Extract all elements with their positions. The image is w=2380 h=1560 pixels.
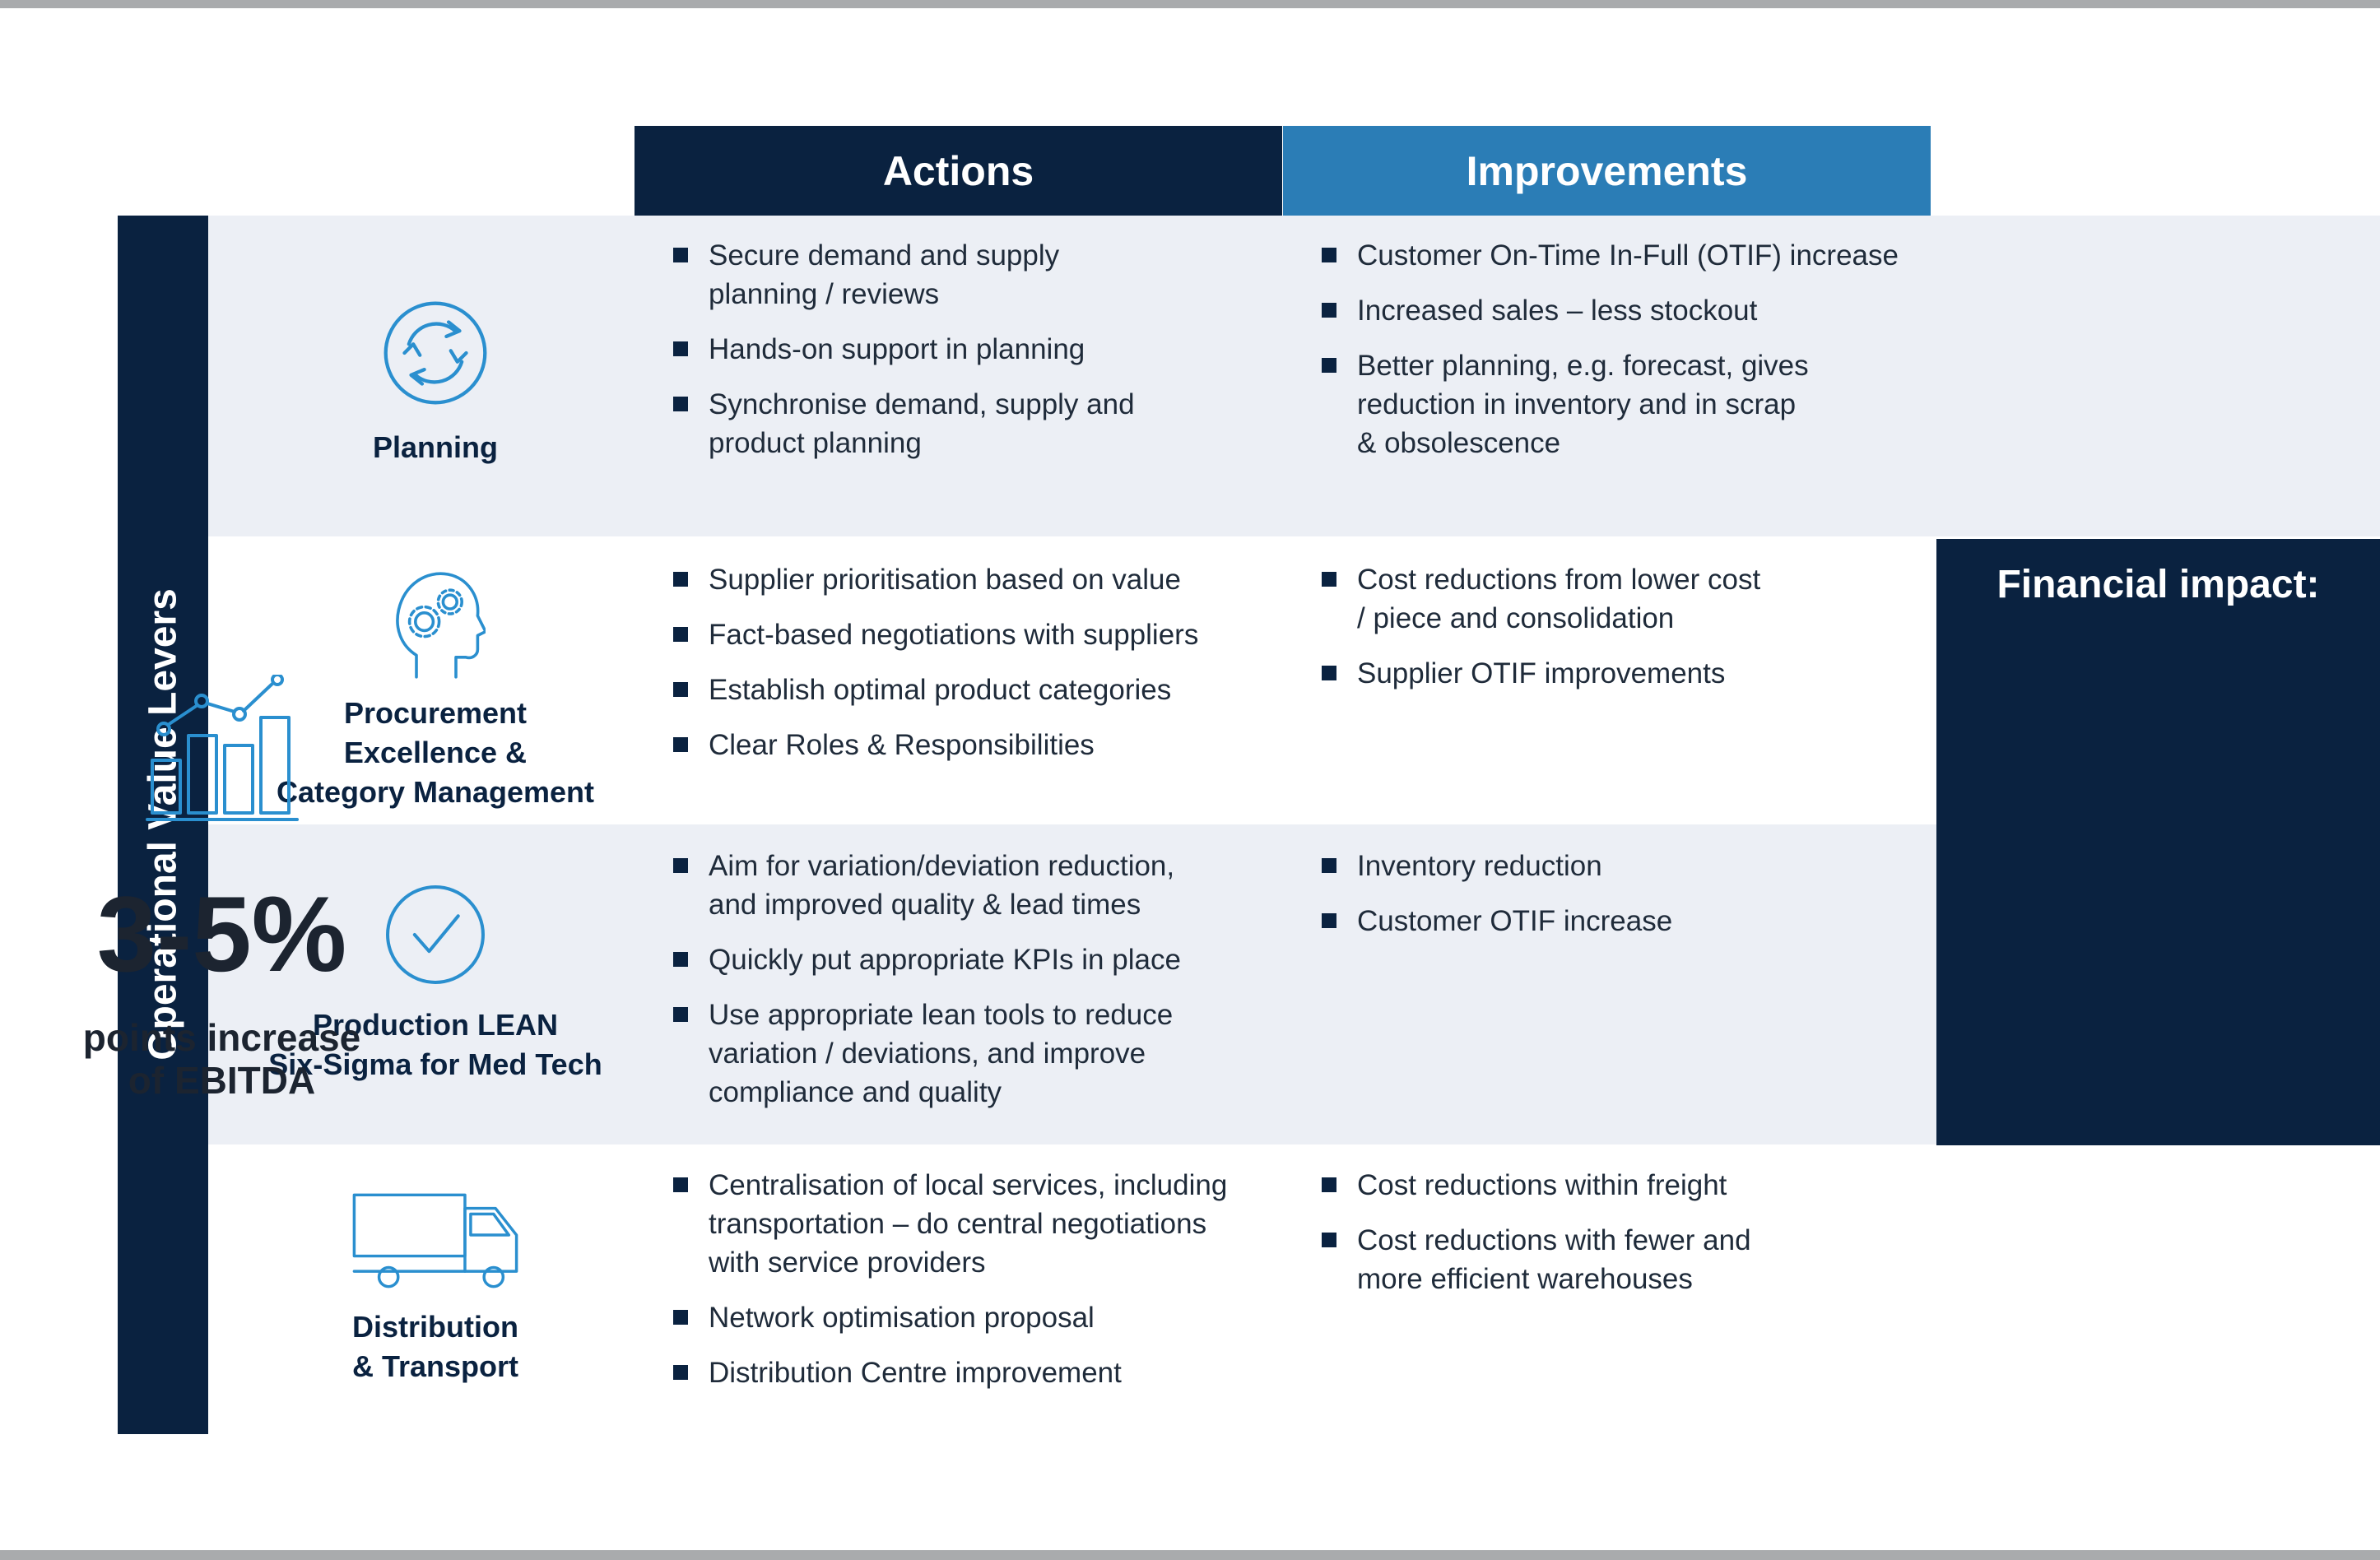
- improvements-header-label: Improvements: [1466, 148, 1748, 194]
- bottom-border: [0, 1550, 2380, 1560]
- list-item: Customer On-Time In-Full (OTIF) increase: [1322, 236, 1914, 275]
- procurement-actions-list: Supplier prioritisation based on value F…: [673, 560, 1266, 781]
- list-item: Better planning, e.g. forecast, gives re…: [1322, 346, 1914, 462]
- lever-name-production: Production LEAN Six-Sigma for Med Tech: [268, 1008, 602, 1081]
- truck-icon: [352, 1193, 518, 1288]
- list-item: Distribution Centre improvement: [673, 1353, 1266, 1392]
- financial-impact-box: Financial impact:: [1936, 539, 2380, 1145]
- checkmark-circle-icon: [383, 883, 487, 987]
- list-item: Secure demand and supply planning / revi…: [673, 236, 1266, 313]
- financial-impact-value: 3-5%: [96, 874, 347, 994]
- distribution-actions-list: Centralisation of local services, includ…: [673, 1166, 1266, 1409]
- list-item: Centralisation of local services, includ…: [673, 1166, 1266, 1282]
- list-item: Fact-based negotiations with suppliers: [673, 615, 1266, 654]
- financial-impact-subtitle: points increase of EBITDA: [82, 1016, 361, 1102]
- list-item: Supplier prioritisation based on value: [673, 560, 1266, 599]
- lever-name-distribution: Distribution & Transport: [351, 1310, 519, 1383]
- list-item: Quickly put appropriate KPIs in place: [673, 940, 1266, 979]
- list-item: Increased sales – less stockout: [1322, 291, 1914, 330]
- list-item: Network optimisation proposal: [673, 1298, 1266, 1337]
- side-label-bar: [118, 216, 208, 1434]
- list-item: Inventory reduction: [1322, 847, 1914, 885]
- list-item: Hands-on support in planning: [673, 330, 1266, 369]
- list-item: Use appropriate lean tools to reduce var…: [673, 996, 1266, 1112]
- list-item: Cost reductions from lower cost / piece …: [1322, 560, 1914, 638]
- list-item: Aim for variation/deviation reduction, a…: [673, 847, 1266, 924]
- lever-name-planning: Planning: [373, 430, 498, 464]
- list-item: Cost reductions within freight: [1322, 1166, 1914, 1205]
- top-border: [0, 0, 2380, 8]
- planning-actions-list: Secure demand and supply planning / revi…: [673, 236, 1266, 479]
- planning-improvements-list: Customer On-Time In-Full (OTIF) increase…: [1322, 236, 1914, 479]
- financial-impact-title: Financial impact:: [1997, 563, 2320, 606]
- actions-column-header: Actions: [635, 126, 1282, 216]
- list-item: Establish optimal product categories: [673, 671, 1266, 709]
- production-actions-list: Aim for variation/deviation reduction, a…: [673, 847, 1266, 1128]
- lever-name-procurement: Procurement Excellence & Category Manage…: [276, 696, 595, 809]
- bar-chart-trend-icon: [144, 675, 300, 823]
- distribution-improvements-list: Cost reductions within freight Cost redu…: [1322, 1166, 1914, 1315]
- planning-row-band: [208, 216, 2380, 536]
- production-improvements-list: Inventory reduction Customer OTIF increa…: [1322, 847, 1914, 957]
- improvements-column-header: Improvements: [1283, 126, 1931, 216]
- list-item: Clear Roles & Responsibilities: [673, 726, 1266, 764]
- cycle-arrows-icon: [380, 298, 490, 408]
- head-gears-icon: [387, 566, 486, 681]
- list-item: Supplier OTIF improvements: [1322, 654, 1914, 693]
- list-item: Customer OTIF increase: [1322, 902, 1914, 940]
- distribution-row-band: [208, 1144, 2380, 1434]
- procurement-improvements-list: Cost reductions from lower cost / piece …: [1322, 560, 1914, 709]
- list-item: Synchronise demand, supply and product p…: [673, 385, 1266, 462]
- actions-header-label: Actions: [882, 148, 1034, 194]
- list-item: Cost reductions with fewer and more effi…: [1322, 1221, 1914, 1298]
